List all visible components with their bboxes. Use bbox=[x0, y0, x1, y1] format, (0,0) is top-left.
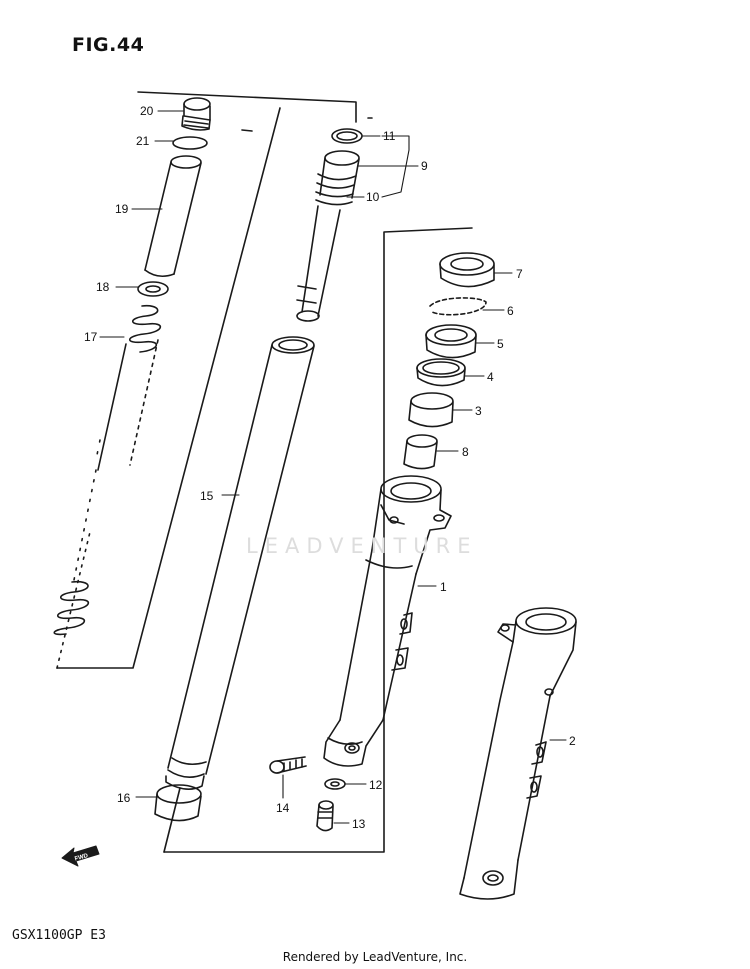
part-20-cap-bolt bbox=[181, 97, 211, 131]
part-8-oil-lock-piece bbox=[403, 434, 438, 470]
forward-direction-arrow-icon bbox=[61, 845, 100, 867]
callout-9: 9 bbox=[421, 159, 428, 173]
part-14-bolt bbox=[269, 756, 307, 774]
part-13-drain-bolt bbox=[316, 800, 334, 832]
callout-17: 17 bbox=[84, 330, 98, 344]
fwd-label: FWD bbox=[74, 853, 89, 863]
part-5-oil-seal bbox=[425, 324, 477, 359]
callout-10: 10 bbox=[366, 190, 380, 204]
callout-18: 18 bbox=[96, 280, 110, 294]
part-11-ring bbox=[331, 128, 363, 144]
part-7-dust-seal bbox=[439, 252, 495, 288]
part-19-spacer-tube bbox=[144, 155, 202, 278]
part-12-gasket bbox=[324, 778, 346, 790]
callout-12: 12 bbox=[369, 778, 383, 792]
part-17-spring bbox=[53, 304, 162, 636]
callout-14: 14 bbox=[276, 801, 290, 815]
callout-7: 7 bbox=[516, 267, 523, 281]
part-1-outer-tube-right bbox=[323, 475, 452, 767]
part-16-bushing bbox=[154, 784, 202, 822]
part-3-bushing bbox=[408, 392, 454, 428]
watermark: LEADVENTURE bbox=[246, 534, 478, 558]
callout-16: 16 bbox=[117, 791, 131, 805]
callout-8: 8 bbox=[462, 445, 469, 459]
callout-labels: 20 21 19 18 17 11 9 10 7 6 5 4 3 8 1 2 1… bbox=[74, 104, 576, 863]
callout-3: 3 bbox=[475, 404, 482, 418]
callout-19: 19 bbox=[115, 202, 129, 216]
model-code: GSX1100GP E3 bbox=[12, 928, 106, 943]
part-9-damper-rod bbox=[296, 150, 360, 322]
part-2-outer-tube-left bbox=[459, 607, 577, 900]
callout-4: 4 bbox=[487, 370, 494, 384]
leader-lines bbox=[99, 110, 567, 824]
part-18-spacer bbox=[137, 281, 169, 297]
part-4-ring bbox=[416, 358, 466, 387]
callout-13: 13 bbox=[352, 817, 366, 831]
part-6-clip bbox=[429, 297, 487, 316]
callout-1: 1 bbox=[440, 580, 447, 594]
part-15-inner-tube bbox=[165, 336, 315, 790]
callout-11: 11 bbox=[383, 129, 396, 143]
callout-15: 15 bbox=[200, 489, 214, 503]
callout-20: 20 bbox=[140, 104, 154, 118]
callout-5: 5 bbox=[497, 337, 504, 351]
callout-21: 21 bbox=[136, 134, 150, 148]
footer-credit: Rendered by LeadVenture, Inc. bbox=[282, 950, 468, 964]
part-21-o-ring bbox=[172, 136, 208, 150]
callout-6: 6 bbox=[507, 304, 514, 318]
frame-spring-group bbox=[56, 91, 357, 669]
figure-title: FIG.44 bbox=[72, 34, 145, 56]
callout-2: 2 bbox=[569, 734, 576, 748]
